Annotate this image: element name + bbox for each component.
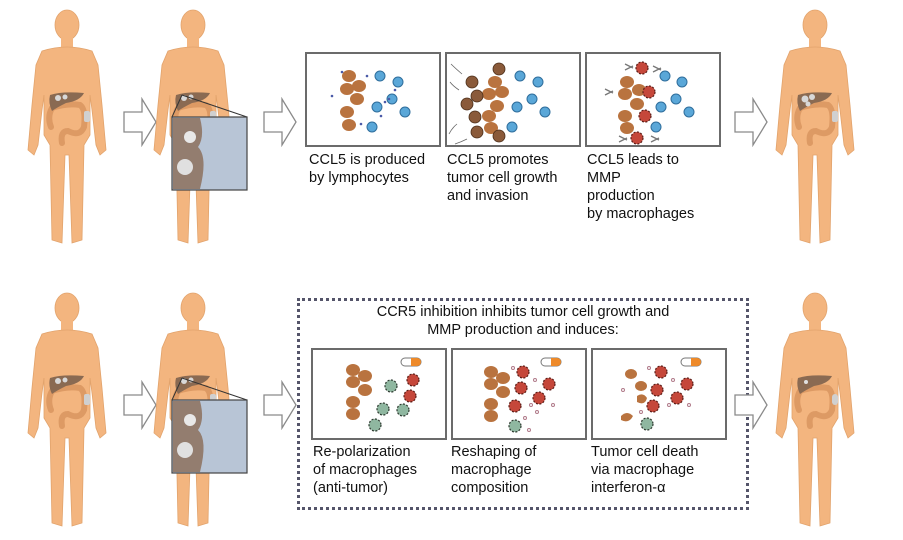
ccr5-inhibition-title: CCR5 inhibition inhibits tumor cell grow… <box>376 304 670 338</box>
patient-figure-regression <box>770 288 860 528</box>
panel-ccl5-tumor-growth <box>445 52 581 147</box>
caption-ccl5-lymphocytes: CCL5 is produced by lymphocytes <box>309 152 426 186</box>
histology-inset <box>171 377 248 474</box>
caption-reshaping: Reshaping of macrophage composition <box>451 444 537 496</box>
cell-illustration <box>346 357 422 432</box>
cell-illustration <box>484 357 562 433</box>
patient-figure-progression <box>770 5 860 245</box>
cell-illustration <box>604 61 695 145</box>
caption-repolarization: Re-polarization of macrophages (anti-tum… <box>313 444 417 496</box>
arrow-right-icon <box>734 98 768 146</box>
patient-figure-metastasis <box>22 288 112 528</box>
caption-tumor-cell-death: Tumor cell death via macrophage interfer… <box>591 444 699 496</box>
panel-reshaping <box>451 348 587 440</box>
cell-illustration <box>621 357 702 431</box>
histology-inset <box>171 94 248 191</box>
caption-ccl5-mmp: CCL5 leads to MMP production by macropha… <box>587 152 695 222</box>
scissors-icon <box>604 63 662 143</box>
panel-ccl5-lymphocytes <box>305 52 441 147</box>
panel-ccl5-mmp <box>585 52 721 147</box>
panel-repolarization <box>311 348 447 440</box>
arrow-right-icon <box>263 98 297 146</box>
arrow-right-icon <box>734 381 768 429</box>
cell-illustration <box>330 70 411 133</box>
caption-ccl5-tumor-growth: CCL5 promotes tumor cell growth and inva… <box>447 152 558 204</box>
cell-illustration <box>448 62 551 145</box>
arrow-right-icon <box>263 381 297 429</box>
patient-figure-metastasis <box>22 5 112 245</box>
panel-tumor-cell-death <box>591 348 727 440</box>
drug-pill-icon <box>400 357 422 367</box>
drug-pill-icon <box>540 357 562 367</box>
drug-pill-icon <box>680 357 702 367</box>
tumor-implant-icon <box>84 111 90 122</box>
